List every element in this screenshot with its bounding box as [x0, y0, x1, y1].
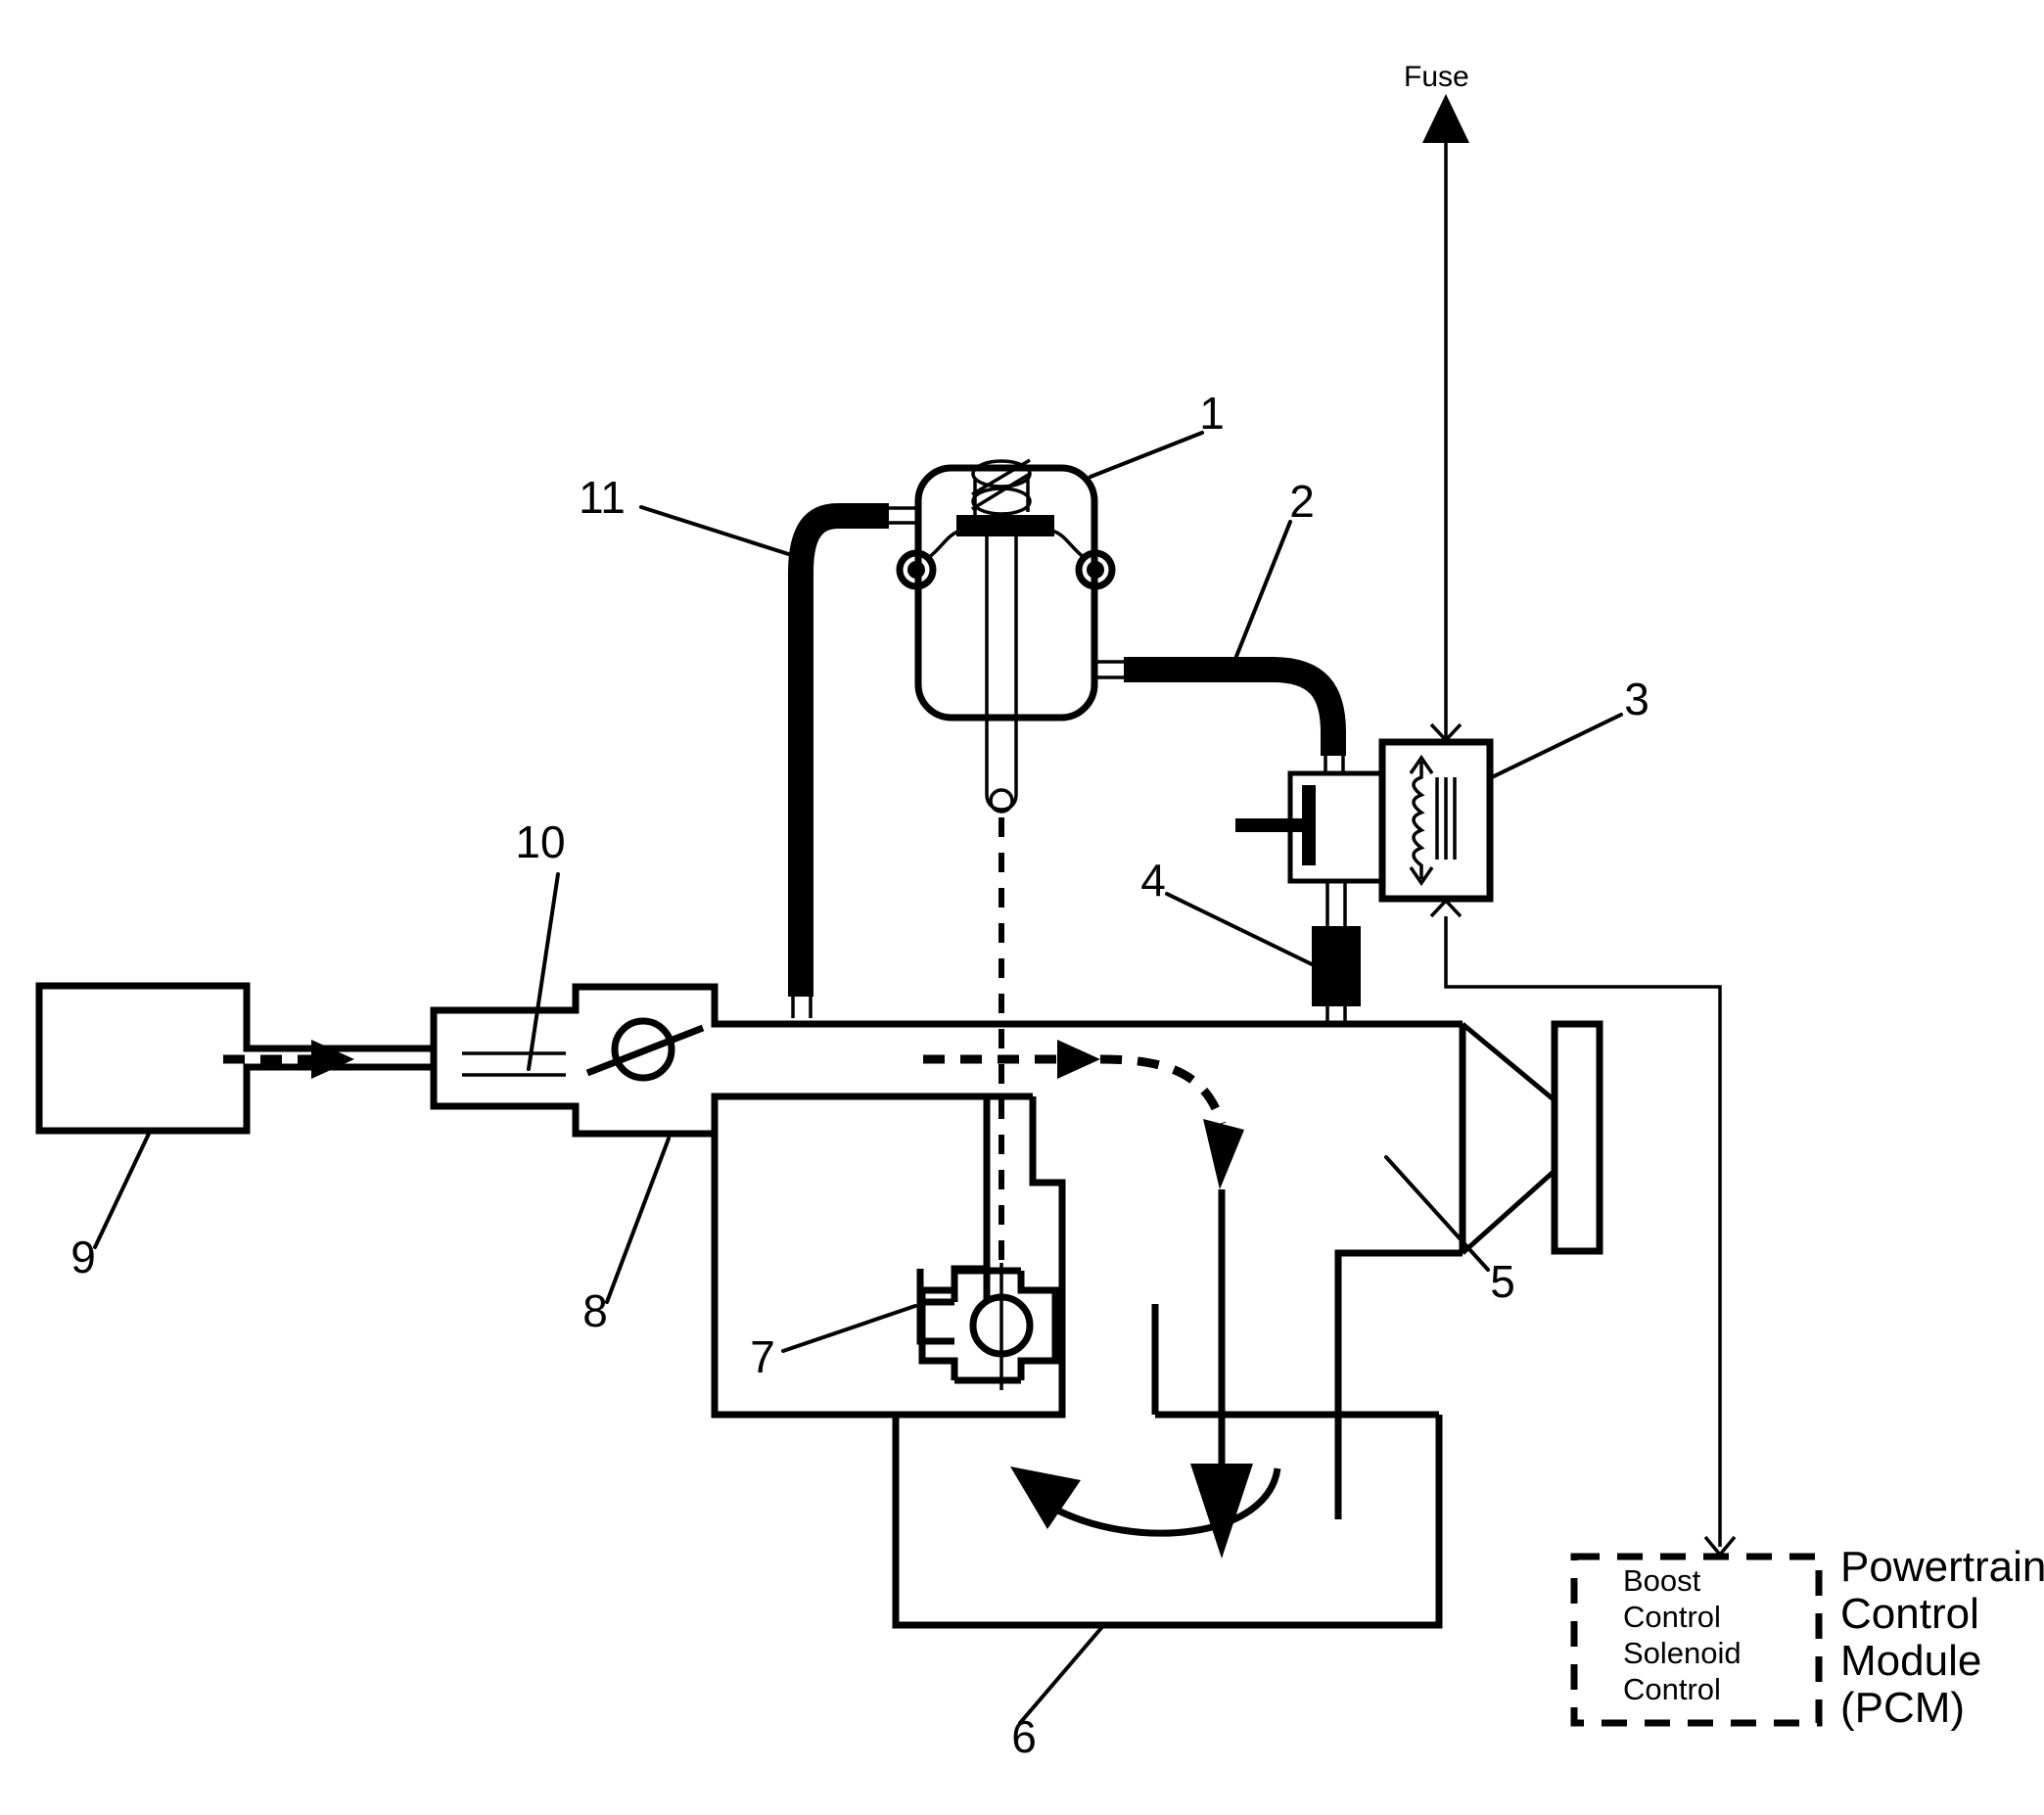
spring-mid-loop	[971, 487, 1032, 516]
solenoid-coil	[1412, 762, 1425, 879]
diaphragm-plate	[956, 515, 1054, 536]
solenoid-terminal-bottom	[1429, 898, 1463, 918]
wastegate-actuator	[889, 458, 1124, 814]
actuator-mount-dot-right	[1087, 561, 1104, 579]
actuator-mount-dot-left	[907, 561, 925, 579]
wastegate-valve	[918, 817, 1059, 1390]
fuse-arrow-head	[1422, 94, 1469, 143]
pcm-inner-line-1: Boost	[1623, 1563, 1701, 1598]
compressor-wheel-upper-blade	[1461, 1022, 1556, 1102]
turbine-swirl-arrow-head	[1010, 1466, 1081, 1529]
actuator-mount-ear-right	[1075, 549, 1116, 590]
actuator-housing	[914, 464, 1098, 721]
actuator-pressure-hose	[1124, 657, 1346, 773]
leader-line-1	[1089, 431, 1204, 479]
compressor-lower-duct	[1334, 1249, 1463, 1519]
leader-line-10	[527, 872, 560, 1071]
hose-2-path	[1124, 657, 1346, 756]
pcm-outer-line-1: Powertrain	[1840, 1543, 2044, 1591]
turbine-swirl-curve	[1050, 1467, 1281, 1537]
nipple-block	[1312, 926, 1361, 1006]
throttle-plate-circle	[611, 1017, 675, 1082]
leader-line-5	[1384, 1155, 1490, 1272]
turbine-housing-upper-mid-lip	[896, 1304, 1066, 1419]
fuse-wire-group: Fuse	[1404, 61, 1469, 737]
pcm-dashed-box	[1570, 1553, 1823, 1727]
leader-line-2	[1230, 520, 1292, 671]
actuator-vacuum-hose	[788, 503, 889, 1018]
callout-numbers: 1 2 3 4 5 6 7 8 9 10 11	[70, 388, 1649, 1762]
diaphragm-fold-left	[926, 529, 962, 560]
solenoid-arrow-up	[1409, 754, 1434, 774]
intake-manifold	[711, 1096, 1253, 1559]
intake-flow-arrow-1	[311, 1040, 354, 1079]
pcm-inner-line-2: Control	[1623, 1600, 1721, 1634]
compressor-housing	[1334, 1020, 1603, 1519]
valve-plunger-bar	[1302, 785, 1316, 865]
compressor-shaft-block	[1551, 1020, 1603, 1255]
callout-leader-lines	[93, 431, 1623, 1725]
solenoid-arrow-down	[1409, 866, 1434, 887]
pcm-outer-line-2: Control	[1840, 1590, 1979, 1638]
intake-flow-arrow-curve	[1203, 1119, 1244, 1189]
intake-duct-top-profile	[247, 983, 1463, 1052]
compressor-wheel-lower-blade	[1461, 1169, 1556, 1255]
diaphragm-fold-right	[1050, 529, 1087, 560]
callout-number-2: 2	[1289, 476, 1315, 527]
valve-stem	[1235, 818, 1306, 832]
manifold-right-wall-outer	[1029, 1096, 1066, 1304]
leader-line-11	[639, 505, 803, 560]
solenoid-pcm-wire	[1444, 916, 1722, 1525]
solenoid-vacuum-nipple	[1312, 881, 1361, 1024]
hose-11-path	[788, 503, 889, 997]
callout-number-5: 5	[1490, 1256, 1515, 1307]
wastegate-body-left	[918, 1271, 958, 1380]
callout-number-7: 7	[750, 1331, 775, 1382]
turbine-outer-box	[892, 1415, 1443, 1629]
actuator-spring	[971, 458, 1032, 516]
leader-line-4	[1165, 892, 1314, 966]
leader-line-8	[605, 1137, 671, 1304]
pcm-group: Boost Control Solenoid Control Powertrai…	[1570, 1525, 2044, 1732]
callout-number-3: 3	[1624, 674, 1649, 724]
boost-control-solenoid	[1378, 722, 1722, 1525]
pcm-outer-line-3: Module	[1840, 1637, 1981, 1685]
leader-line-9	[93, 1132, 151, 1249]
leader-line-7	[781, 1304, 917, 1353]
actuator-rod-tip	[985, 794, 1018, 812]
intake-duct-assembly	[223, 983, 1463, 1189]
exhaust-arrow-head	[1190, 1464, 1253, 1559]
callout-number-11: 11	[579, 472, 626, 523]
wastegate-body-right	[1017, 1271, 1059, 1380]
solenoid-valve-body	[1235, 770, 1385, 884]
solenoid-body	[1378, 738, 1494, 903]
actuator-rod-eyelet	[989, 788, 1014, 814]
callout-number-8: 8	[582, 1285, 608, 1336]
pcm-inner-line-3: Solenoid	[1623, 1636, 1742, 1670]
callout-number-10: 10	[515, 816, 565, 867]
fuse-label: Fuse	[1404, 61, 1469, 93]
spring-coil-1	[971, 472, 1031, 511]
solenoid-terminal-top	[1429, 722, 1463, 743]
throttle-plate-shaft	[585, 1024, 705, 1077]
intake-flow-dash-curve	[1099, 1054, 1227, 1126]
actuator-mount-ear-left	[896, 549, 937, 590]
callout-number-1: 1	[1199, 388, 1225, 439]
leader-line-6	[1018, 1626, 1103, 1725]
callout-number-9: 9	[70, 1232, 96, 1282]
intake-flow-arrow-2	[1057, 1040, 1100, 1079]
callout-number-6: 6	[1011, 1711, 1037, 1762]
leader-line-3	[1490, 713, 1623, 779]
pcm-inner-line-4: Control	[1623, 1672, 1721, 1706]
spring-top-loop	[971, 459, 1032, 489]
turbine-housing	[711, 1302, 1443, 1629]
pcm-outer-line-4: (PCM)	[1840, 1684, 1965, 1732]
callout-number-4: 4	[1140, 855, 1166, 906]
pcm-wire-terminal	[1703, 1535, 1737, 1558]
